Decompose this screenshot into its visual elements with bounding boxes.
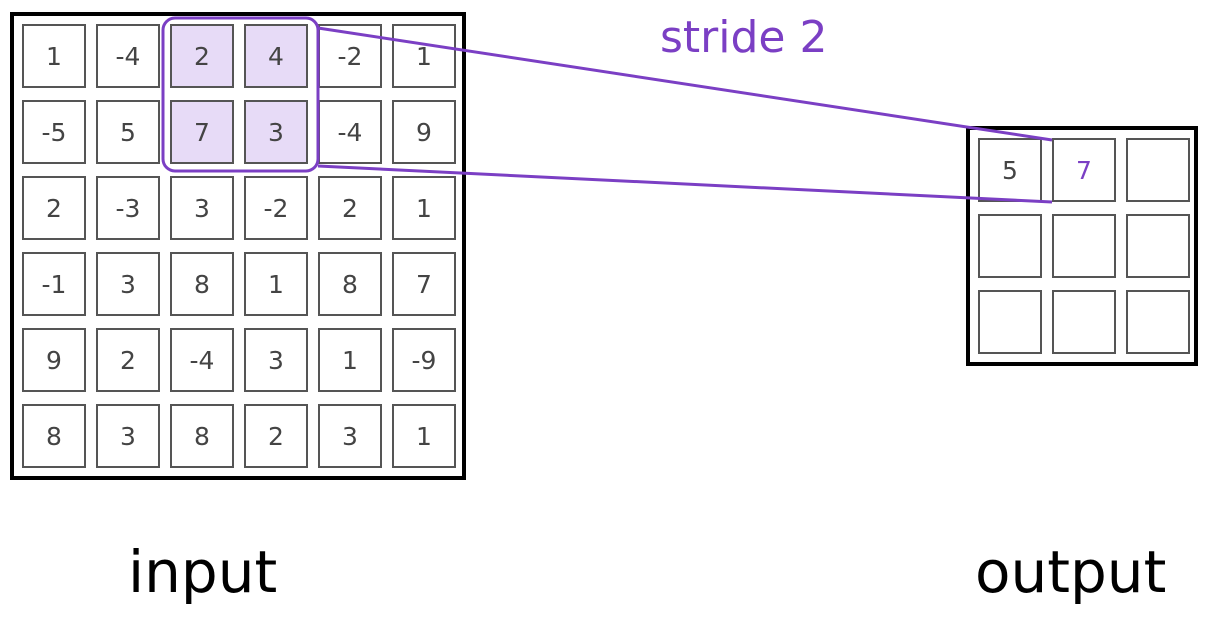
input-cell: 8 — [170, 404, 234, 468]
stride-label: stride 2 — [660, 12, 828, 63]
input-cell: 4 — [244, 24, 308, 88]
pooling-window-outline — [161, 16, 320, 173]
input-cell: -2 — [244, 176, 308, 240]
input-cell: 1 — [318, 328, 382, 392]
input-cell: 8 — [22, 404, 86, 468]
input-cell: 9 — [22, 328, 86, 392]
input-cell: -5 — [22, 100, 86, 164]
input-cell: -3 — [96, 176, 160, 240]
output-cell: 7 — [1052, 138, 1116, 202]
input-cell: 3 — [170, 176, 234, 240]
input-cell: 8 — [170, 252, 234, 316]
output-cell — [978, 214, 1042, 278]
input-cell: 2 — [96, 328, 160, 392]
input-cell: 1 — [22, 24, 86, 88]
input-cell: 3 — [318, 404, 382, 468]
input-cell: -9 — [392, 328, 456, 392]
input-label: input — [128, 538, 278, 606]
input-cell: 3 — [96, 404, 160, 468]
input-cell: -2 — [318, 24, 382, 88]
output-label: output — [975, 538, 1167, 606]
input-cell: 3 — [96, 252, 160, 316]
input-cell: 5 — [96, 100, 160, 164]
connector-line-bottom — [317, 164, 1053, 204]
connector-line-top — [317, 26, 1053, 142]
input-cell: 1 — [392, 176, 456, 240]
input-cell: 2 — [244, 404, 308, 468]
input-cell: 2 — [22, 176, 86, 240]
input-cell: 8 — [318, 252, 382, 316]
input-cell: -1 — [22, 252, 86, 316]
input-cell: 1 — [244, 252, 308, 316]
input-cell: 1 — [392, 404, 456, 468]
input-cell: 7 — [170, 100, 234, 164]
output-cell: 5 — [978, 138, 1042, 202]
output-cell — [978, 290, 1042, 354]
input-cell: 9 — [392, 100, 456, 164]
output-cell — [1126, 290, 1190, 354]
output-cell — [1052, 214, 1116, 278]
input-cell: -4 — [96, 24, 160, 88]
input-cell: 1 — [392, 24, 456, 88]
input-cell: 7 — [392, 252, 456, 316]
output-cell — [1052, 290, 1116, 354]
input-cell: 2 — [170, 24, 234, 88]
output-cell — [1126, 214, 1190, 278]
output-cell — [1126, 138, 1190, 202]
input-cell: 2 — [318, 176, 382, 240]
input-cell: -4 — [170, 328, 234, 392]
input-cell: 3 — [244, 328, 308, 392]
input-cell: 3 — [244, 100, 308, 164]
